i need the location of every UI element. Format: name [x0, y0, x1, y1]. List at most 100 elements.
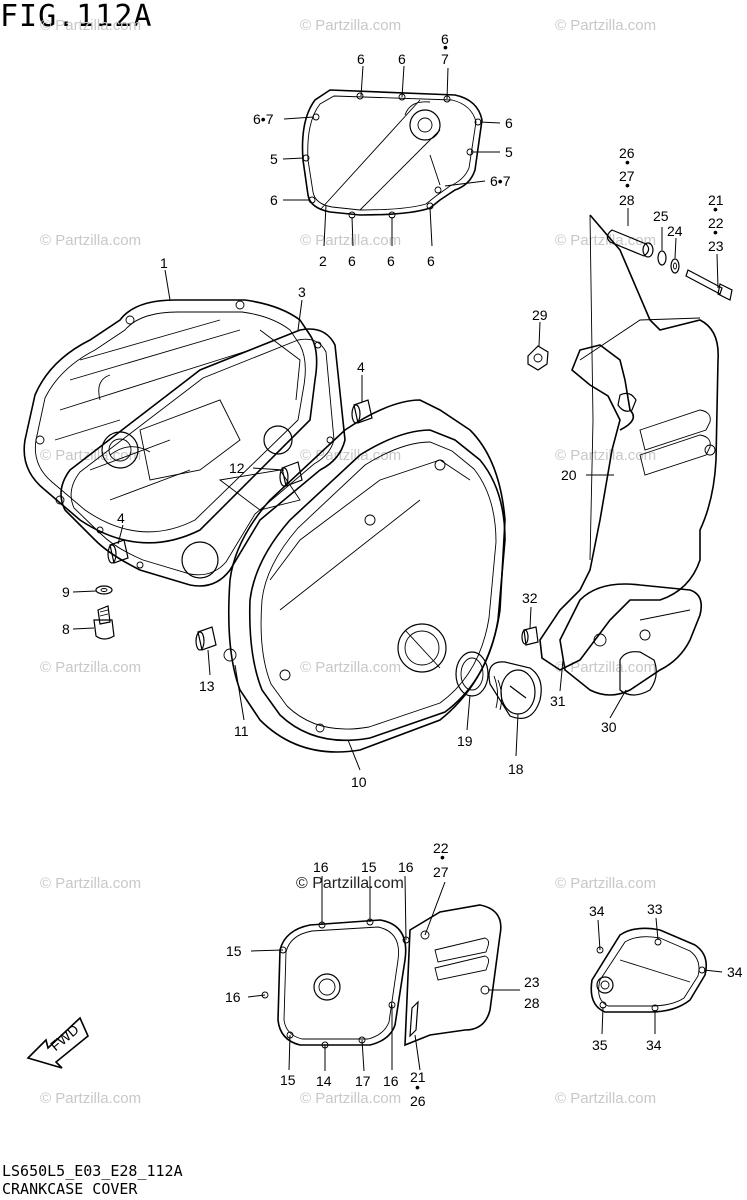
small-parts-right	[527, 229, 733, 371]
callout: 15	[361, 859, 377, 875]
callout-dot: •	[713, 201, 718, 217]
callout: 9	[62, 584, 70, 600]
watermark-text: © Partzilla.com	[300, 232, 401, 249]
watermark-text: © Partzilla.com	[300, 659, 401, 676]
callout: 6	[441, 31, 449, 47]
callout: 1	[160, 255, 168, 271]
leader-lines	[72, 65, 723, 1072]
watermark-text: © Partzilla.com	[40, 875, 141, 892]
callout: 34	[727, 964, 743, 980]
callout: 14	[316, 1073, 332, 1089]
fwd-arrow: FWD	[26, 1016, 89, 1069]
callout: 28	[619, 192, 635, 208]
part-14-small-clutch-cover	[261, 918, 410, 1049]
callout-dot: •	[440, 849, 445, 865]
watermark-text: © Partzilla.com	[40, 232, 141, 249]
callout: 31	[550, 693, 566, 709]
watermark-text: © Partzilla.com	[555, 447, 656, 464]
callout: 5	[270, 151, 278, 167]
callout: 33	[647, 901, 663, 917]
callout: 6	[427, 253, 435, 269]
part-3-gasket	[60, 328, 346, 587]
callout-dot: •	[443, 39, 448, 55]
callout: 22	[708, 215, 724, 231]
callout: 6•7	[490, 173, 511, 189]
callout-dot: •	[415, 1079, 420, 1095]
watermark-text: © Partzilla.com	[40, 659, 141, 676]
callout: 30	[601, 719, 617, 735]
watermark-text: © Partzilla.com	[300, 17, 401, 34]
callout: 6	[357, 51, 365, 67]
callout: 16	[383, 1073, 399, 1089]
callout: 16	[225, 989, 241, 1005]
part-30-bracket	[521, 583, 703, 696]
callout: 2	[319, 253, 327, 269]
callout: 4	[117, 510, 125, 526]
callout: 20	[561, 467, 577, 483]
watermark-text: © Partzilla.com	[555, 875, 656, 892]
callout: 6	[270, 192, 278, 208]
callout: 26	[619, 145, 635, 161]
callout-dot: •	[625, 154, 630, 170]
callout: 4	[357, 359, 365, 375]
callout: 29	[532, 307, 548, 323]
watermark-text: © Partzilla.com	[555, 232, 656, 249]
callout: 21	[410, 1069, 426, 1085]
callout: 19	[457, 733, 473, 749]
callout: 26	[410, 1093, 426, 1109]
figure-code: LS650L5_E03_E28_112A	[2, 1162, 183, 1180]
small-fasteners	[93, 399, 373, 651]
figure-name: CRANKCASE COVER	[2, 1180, 138, 1198]
callout: 22	[433, 840, 449, 856]
part-20-sprocket-cover	[539, 214, 719, 671]
figure-title: FIG.112A	[0, 0, 153, 34]
callout: 12	[229, 460, 245, 476]
callout: 6	[398, 51, 406, 67]
callout: 5	[505, 144, 513, 160]
watermark-text: © Partzilla.com	[555, 17, 656, 34]
callout: 27	[619, 168, 635, 184]
callout: 34	[589, 903, 605, 919]
callout: 16	[398, 859, 414, 875]
watermarks: © Partzilla.com © Partzilla.com © Partzi…	[40, 17, 656, 1107]
callout: 7	[441, 51, 449, 67]
watermark-text: © Partzilla.com	[555, 1090, 656, 1107]
callout: 6	[348, 253, 356, 269]
callout: 6	[387, 253, 395, 269]
callout: 11	[234, 723, 249, 739]
callout: 25	[653, 208, 669, 224]
callout: 23	[708, 238, 724, 254]
callout-dot: •	[625, 177, 630, 193]
callout: 10	[351, 774, 367, 790]
callout: 18	[508, 761, 524, 777]
callout: 27	[433, 864, 449, 880]
callout: 21	[708, 192, 724, 208]
callout: 6•7	[253, 111, 274, 127]
callout: 34	[646, 1037, 662, 1053]
watermark-text: © Partzilla.com	[300, 447, 401, 464]
callout: 16	[313, 859, 329, 875]
callout: 13	[199, 678, 215, 694]
callout: 23	[524, 974, 540, 990]
callout: 6	[505, 115, 513, 131]
callout: 28	[524, 995, 540, 1011]
callout: 35	[592, 1037, 608, 1053]
part-sprocket-cover-lower	[404, 904, 502, 1047]
callout: 3	[298, 284, 306, 300]
callout: 32	[522, 590, 538, 606]
watermark-text: © Partzilla.com	[300, 1090, 401, 1107]
callout-dot: •	[713, 224, 718, 240]
fwd-label: FWD	[47, 1021, 82, 1054]
part-33-small-cover	[590, 927, 708, 1013]
callout-numbers: 6 • 7 6 6 6•7 6 5 5 6•7 6 2 6 6 6 1 3 4 …	[62, 31, 743, 1109]
callout: 24	[667, 223, 683, 239]
callout: 17	[355, 1073, 371, 1089]
watermark-text: © Partzilla.com	[40, 17, 141, 34]
watermark-text: © Partzilla.com	[555, 659, 656, 676]
watermark-text: © Partzilla.com	[40, 1090, 141, 1107]
part-10-clutch-cover	[223, 429, 506, 742]
part-11-cover-gasket	[227, 399, 506, 753]
callout: 15	[280, 1072, 296, 1088]
callout: 8	[62, 621, 70, 637]
